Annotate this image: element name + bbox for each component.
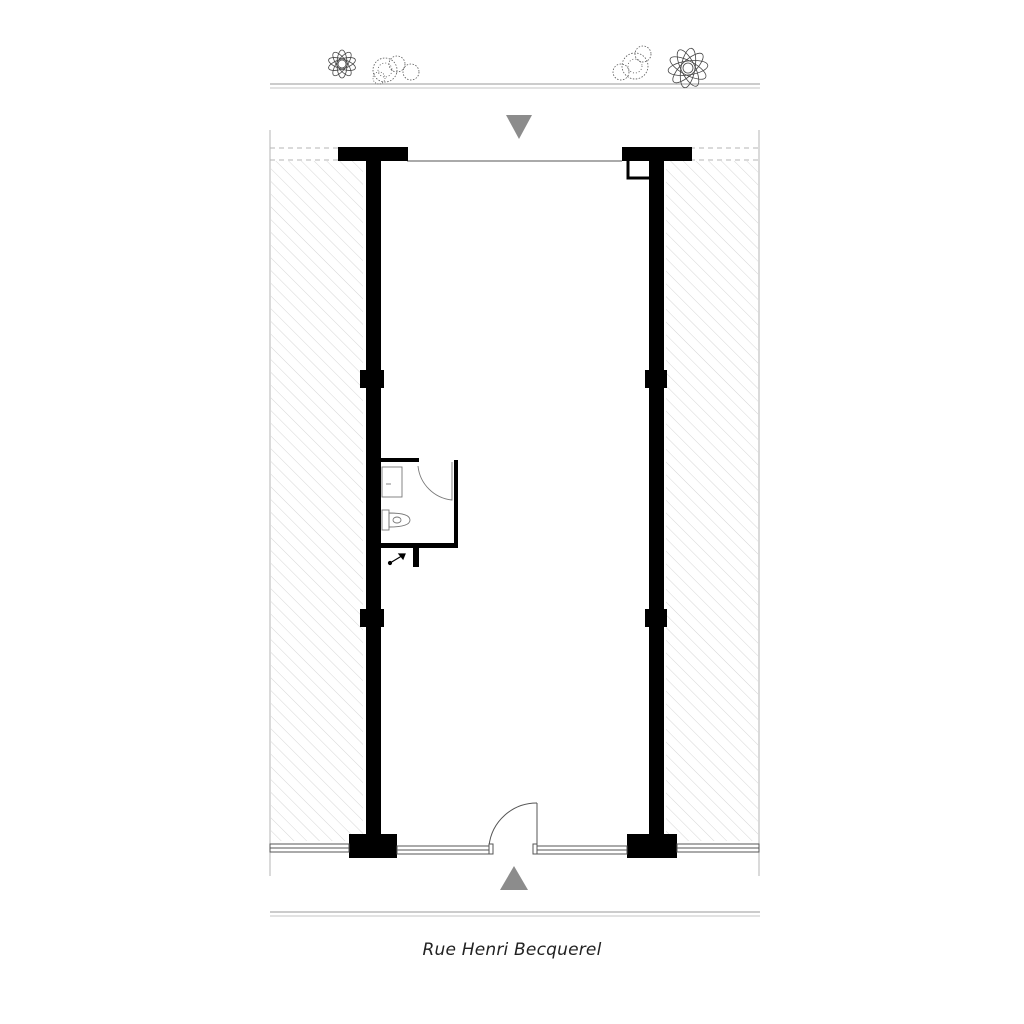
top-street-lines xyxy=(270,83,760,89)
site-boundary-lines xyxy=(269,130,760,876)
bathroom-door-swing xyxy=(417,462,453,501)
hatched-area-right xyxy=(666,161,758,841)
plant-icon xyxy=(328,49,420,85)
entrance-door xyxy=(488,802,538,855)
plant-icon xyxy=(612,45,709,89)
toilet-icon xyxy=(381,509,411,531)
stair-arrow-icon xyxy=(387,553,406,566)
bottom-street-lines xyxy=(270,911,760,917)
entry-arrow-bottom-icon xyxy=(500,866,528,890)
hatched-area-left xyxy=(271,161,363,841)
sink-icon xyxy=(381,466,403,498)
entry-arrow-top-icon xyxy=(506,115,532,139)
bottom-facade-windows xyxy=(269,843,760,855)
corner-notch xyxy=(626,161,650,180)
walls xyxy=(338,147,692,858)
street-name-label: Rue Henri Becquerel xyxy=(422,940,602,960)
